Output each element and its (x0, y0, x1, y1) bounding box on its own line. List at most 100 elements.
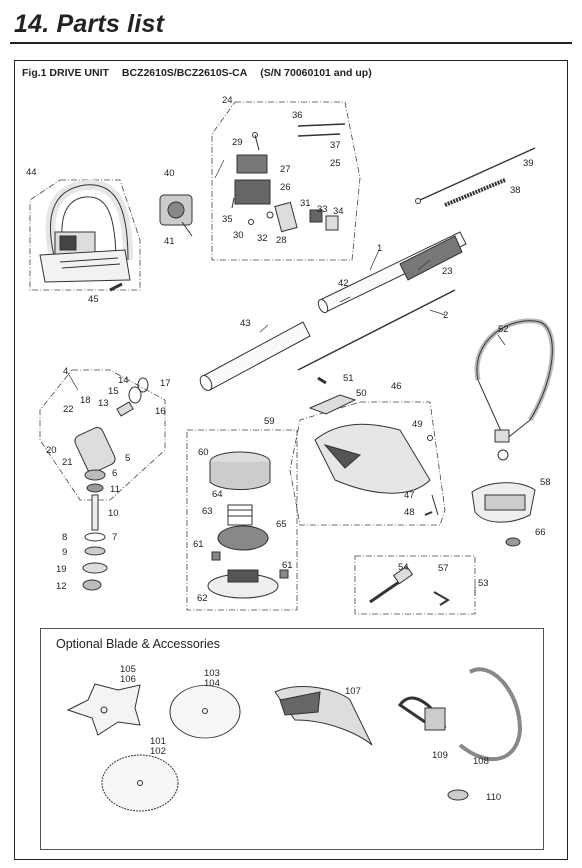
callout-6: 6 (112, 468, 117, 479)
callout-64: 64 (212, 489, 223, 500)
leader-lines (67, 159, 506, 595)
callout-41: 41 (164, 236, 175, 247)
callout-29: 29 (232, 137, 243, 148)
callout-32: 32 (257, 233, 268, 244)
callout-37: 37 (330, 140, 341, 151)
callout-59: 59 (264, 416, 275, 427)
protector-guard (314, 423, 439, 516)
callout-104: 104 (204, 678, 220, 689)
figure-frame (14, 60, 568, 860)
callout-63: 63 (202, 506, 213, 517)
callout-18: 18 (80, 395, 91, 406)
callout-106: 106 (120, 674, 136, 685)
figure-title: Fig.1 DRIVE UNIT BCZ2610S/BCZ2610S-CA (S… (22, 67, 382, 79)
callout-61a: 61 (193, 539, 204, 550)
callout-16: 16 (155, 406, 166, 417)
title-rule (10, 42, 572, 44)
gear-case-assembly (74, 377, 149, 591)
callout-12: 12 (56, 581, 67, 592)
bracket-46 (289, 401, 446, 526)
callout-15: 15 (108, 386, 119, 397)
optional-accessories-title: Optional Blade & Accessories (56, 637, 220, 651)
callout-51: 51 (343, 373, 354, 384)
callout-107: 107 (345, 686, 361, 697)
tool-set (369, 565, 450, 606)
callout-108: 108 (473, 756, 489, 767)
callout-61b: 61 (282, 560, 293, 571)
drive-shaft (297, 289, 456, 371)
callout-19: 19 (56, 564, 67, 575)
callout-45: 45 (88, 294, 99, 305)
callout-44: 44 (26, 167, 37, 178)
callout-38: 38 (510, 185, 521, 196)
figure-serial: (S/N 70060101 and up) (260, 67, 372, 79)
callout-54: 54 (398, 562, 409, 573)
callout-5: 5 (125, 453, 130, 464)
throttle-assembly (231, 123, 346, 233)
callout-28: 28 (276, 235, 287, 246)
callout-105: 105 (120, 664, 136, 675)
callout-1: 1 (377, 243, 382, 254)
callout-33: 33 (317, 204, 328, 215)
figure-label: Fig.1 DRIVE UNIT (22, 67, 109, 79)
callout-14: 14 (118, 375, 129, 386)
callout-42: 42 (338, 278, 349, 289)
callout-62: 62 (197, 593, 208, 604)
callout-50: 50 (356, 388, 367, 399)
four-tooth-blade (66, 683, 141, 736)
guard-bracket (308, 376, 357, 415)
bracket-53 (354, 555, 476, 615)
callout-57: 57 (438, 563, 449, 574)
callout-103: 103 (204, 668, 220, 679)
callout-7: 7 (112, 532, 117, 543)
blade-guard (274, 686, 373, 746)
callout-58: 58 (540, 477, 551, 488)
pipe (199, 321, 311, 391)
callout-43: 43 (240, 318, 251, 329)
callout-2: 2 (443, 310, 448, 321)
nylon-cutter-head (207, 451, 289, 599)
callout-34: 34 (333, 206, 344, 217)
bracket-4 (39, 369, 166, 501)
callout-24: 24 (222, 95, 233, 106)
callout-102: 102 (150, 746, 166, 757)
handle-clamp (159, 194, 193, 237)
callout-39: 39 (523, 158, 534, 169)
callout-9: 9 (62, 547, 67, 558)
bracket-44 (29, 179, 141, 291)
callout-60: 60 (198, 447, 209, 458)
callout-65: 65 (276, 519, 287, 530)
callout-8: 8 (62, 532, 67, 543)
callout-66: 66 (535, 527, 546, 538)
callout-35: 35 (222, 214, 233, 225)
callout-20: 20 (46, 445, 57, 456)
callout-4: 4 (63, 366, 68, 377)
inner-shaft-cable (415, 147, 536, 207)
callout-36: 36 (292, 110, 303, 121)
bracket-24 (211, 101, 361, 261)
callout-23: 23 (442, 266, 453, 277)
callout-22: 22 (63, 404, 74, 415)
callout-101: 101 (150, 736, 166, 747)
front-handle-assembly (39, 179, 133, 292)
callout-47: 47 (404, 490, 415, 501)
callout-27: 27 (280, 164, 291, 175)
callout-48: 48 (404, 507, 415, 518)
hip-pad (471, 482, 536, 547)
callout-26: 26 (280, 182, 291, 193)
callout-46: 46 (391, 381, 402, 392)
shoulder-strap (474, 318, 555, 461)
callout-31: 31 (300, 198, 311, 209)
callout-49: 49 (412, 419, 423, 430)
optional-accessories-frame (40, 628, 544, 850)
loop-handle (397, 667, 523, 801)
callout-21: 21 (62, 457, 73, 468)
saw-blade (101, 754, 179, 812)
callout-40: 40 (164, 168, 175, 179)
bracket-59 (186, 429, 298, 611)
callout-10: 10 (108, 508, 119, 519)
main-shaft (317, 231, 467, 314)
callout-labels: 1 2 4 5 6 7 8 9 10 11 12 13 14 15 16 17 … (26, 95, 551, 803)
